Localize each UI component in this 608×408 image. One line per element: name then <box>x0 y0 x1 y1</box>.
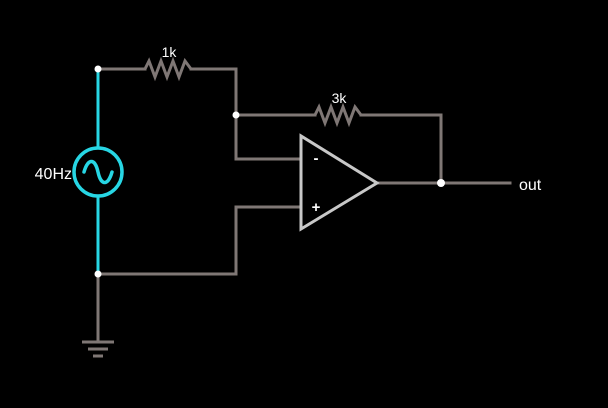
wire-junction-to-minus <box>234 113 302 161</box>
resistor-r1-label: 1k <box>162 44 178 60</box>
opamp-noninverting-sign: + <box>312 199 321 216</box>
source-frequency-label: 40Hz <box>35 166 72 183</box>
resistor-r2-label: 3k <box>332 90 348 106</box>
opamp-inverting-sign: - <box>314 150 319 167</box>
opamp[interactable] <box>299 133 380 232</box>
opamp-triangle <box>299 133 380 232</box>
resistor-r2[interactable] <box>313 102 363 128</box>
resistor-r1-zigzag <box>143 56 193 82</box>
node-inverting <box>232 111 240 119</box>
output-label: out <box>519 177 542 194</box>
resistor-r1[interactable] <box>143 56 193 82</box>
resistor-r2-zigzag <box>313 102 363 128</box>
wire-r1-to-junction <box>189 67 238 117</box>
junction-nodes <box>94 65 445 278</box>
node-source-top <box>94 65 102 73</box>
wire-r2-to-output <box>359 113 443 185</box>
node-source-bottom <box>94 270 102 278</box>
wire-plus-to-ground-node <box>96 205 302 276</box>
ac-source[interactable] <box>72 146 124 198</box>
sine-wave-icon <box>82 159 114 185</box>
wires <box>96 67 512 344</box>
ground-icon <box>82 340 114 358</box>
node-output <box>437 179 445 187</box>
ac-source-body <box>72 146 124 198</box>
